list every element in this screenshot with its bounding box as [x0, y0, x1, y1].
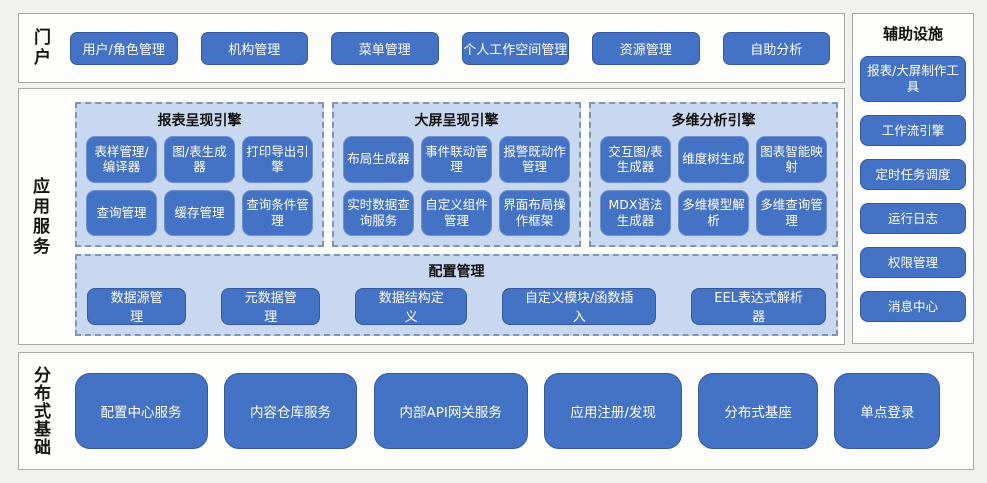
btn-multidim-model-parsing[interactable]: 多维模型解析	[678, 189, 749, 236]
report-render-engine-title: 报表呈现引擎	[157, 113, 242, 129]
btn-scheduled-task-dispatch[interactable]: 定时任务调度	[860, 159, 966, 190]
config-mgmt-title: 配置管理	[428, 264, 485, 280]
btn-layout-generator[interactable]: 布局生成器	[343, 136, 414, 183]
portal-btn-personal-workspace-mgmt[interactable]: 个人工作空间管理	[461, 31, 569, 65]
btn-multidim-query-mgmt[interactable]: 多维查询管理	[756, 189, 827, 236]
btn-content-repository-service[interactable]: 内容仓库服务	[224, 373, 357, 449]
portal-panel-label: 门户	[30, 28, 50, 68]
btn-permission-mgmt[interactable]: 权限管理	[860, 247, 966, 278]
btn-distributed-base[interactable]: 分布式基座	[698, 373, 818, 449]
btn-internal-api-gateway-service[interactable]: 内部API网关服务	[373, 373, 528, 449]
bigscreen-render-engine-title: 大屏呈现引擎	[414, 113, 499, 129]
btn-mdx-syntax-generator[interactable]: MDX语法生成器	[600, 189, 671, 236]
btn-custom-component-mgmt[interactable]: 自定义组件管理	[421, 189, 492, 236]
portal-btn-user-role-mgmt[interactable]: 用户/角色管理	[70, 31, 178, 65]
config-mgmt-row: 数据源管理 元数据管理 数据结构定义 自定义模块/函数插入 EEL表达式解析器	[87, 287, 826, 325]
btn-data-structure-definition[interactable]: 数据结构定义	[355, 287, 468, 325]
portal-btn-org-mgmt[interactable]: 机构管理	[200, 31, 308, 65]
btn-query-condition-mgmt[interactable]: 查询条件管理	[242, 189, 313, 236]
btn-cache-mgmt[interactable]: 缓存管理	[164, 189, 235, 236]
distributed-foundation-panel: 分布式基础 配置中心服务 内容仓库服务 内部API网关服务 应用注册/发现 分布…	[18, 352, 974, 470]
btn-report-bigscreen-authoring-tool[interactable]: 报表/大屏制作工具	[860, 56, 966, 102]
portal-btn-self-service-analysis[interactable]: 自助分析	[722, 31, 830, 65]
app-services-content: 报表呈现引擎 表样管理/编译器 图/表生成器 打印导出引擎 查询管理 缓存管理 …	[75, 102, 838, 336]
bigscreen-render-engine-grid: 布局生成器 事件联动管理 报警既动作管理 实时数据查询服务 自定义组件管理 界面…	[343, 136, 570, 236]
btn-chart-table-generator[interactable]: 图/表生成器	[164, 136, 235, 183]
btn-workflow-engine[interactable]: 工作流引擎	[860, 115, 966, 146]
btn-event-linkage-mgmt[interactable]: 事件联动管理	[421, 136, 492, 183]
auxiliary-panel-title: 辅助设施	[882, 25, 943, 43]
multidim-analysis-engine-grid: 交互图/表生成器 维度树生成 图表智能映射 MDX语法生成器 多维模型解析 多维…	[600, 136, 827, 236]
btn-datasource-mgmt[interactable]: 数据源管理	[87, 287, 187, 325]
btn-dimension-tree-generation[interactable]: 维度树生成	[678, 136, 749, 183]
btn-app-register-discovery[interactable]: 应用注册/发现	[544, 373, 682, 449]
btn-config-center-service[interactable]: 配置中心服务	[74, 373, 208, 449]
portal-btn-menu-mgmt[interactable]: 菜单管理	[331, 31, 439, 65]
portal-buttons: 用户/角色管理 机构管理 菜单管理 个人工作空间管理 资源管理 自助分析	[70, 31, 830, 65]
app-services-panel: 应用服务 报表呈现引擎 表样管理/编译器 图/表生成器 打印导出引擎 查询管理 …	[18, 88, 845, 345]
app-services-panel-label: 应用服务	[29, 176, 49, 257]
portal-btn-resource-mgmt[interactable]: 资源管理	[592, 31, 700, 65]
btn-run-log[interactable]: 运行日志	[860, 203, 966, 234]
btn-eel-expression-parser[interactable]: EEL表达式解析器	[691, 287, 826, 325]
distributed-foundation-label: 分布式基础	[30, 366, 50, 456]
auxiliary-panel: 辅助设施 报表/大屏制作工具 工作流引擎 定时任务调度 运行日志 权限管理 消息…	[852, 13, 974, 344]
btn-custom-module-function-insert[interactable]: 自定义模块/函数插入	[502, 287, 657, 325]
engine-groups-row: 报表呈现引擎 表样管理/编译器 图/表生成器 打印导出引擎 查询管理 缓存管理 …	[75, 102, 838, 247]
btn-table-style-mgmt-compiler[interactable]: 表样管理/编译器	[86, 136, 157, 183]
report-render-engine-group: 报表呈现引擎 表样管理/编译器 图/表生成器 打印导出引擎 查询管理 缓存管理 …	[75, 102, 324, 247]
config-mgmt-group: 配置管理 数据源管理 元数据管理 数据结构定义 自定义模块/函数插入 EEL表达…	[75, 254, 838, 336]
report-render-engine-grid: 表样管理/编译器 图/表生成器 打印导出引擎 查询管理 缓存管理 查询条件管理	[86, 136, 313, 236]
btn-single-sign-on[interactable]: 单点登录	[834, 373, 941, 449]
bigscreen-render-engine-group: 大屏呈现引擎 布局生成器 事件联动管理 报警既动作管理 实时数据查询服务 自定义…	[332, 102, 581, 247]
btn-alarm-action-mgmt[interactable]: 报警既动作管理	[499, 136, 570, 183]
auxiliary-buttons: 报表/大屏制作工具 工作流引擎 定时任务调度 运行日志 权限管理 消息中心	[860, 56, 966, 322]
btn-query-mgmt[interactable]: 查询管理	[86, 189, 157, 236]
multidim-analysis-engine-group: 多维分析引擎 交互图/表生成器 维度树生成 图表智能映射 MDX语法生成器 多维…	[589, 102, 838, 247]
btn-chart-smart-mapping[interactable]: 图表智能映射	[756, 136, 827, 183]
btn-ui-layout-operation-framework[interactable]: 界面布局操作框架	[499, 189, 570, 236]
portal-panel: 门户 用户/角色管理 机构管理 菜单管理 个人工作空间管理 资源管理 自助分析	[18, 13, 845, 83]
btn-metadata-mgmt[interactable]: 元数据管理	[221, 287, 321, 325]
btn-print-export-engine[interactable]: 打印导出引擎	[242, 136, 313, 183]
btn-realtime-data-query-service[interactable]: 实时数据查询服务	[343, 189, 414, 236]
distributed-foundation-buttons: 配置中心服务 内容仓库服务 内部API网关服务 应用注册/发现 分布式基座 单点…	[58, 373, 957, 449]
btn-message-center[interactable]: 消息中心	[860, 291, 966, 322]
multidim-analysis-engine-title: 多维分析引擎	[671, 113, 756, 129]
btn-interactive-chart-table-generator[interactable]: 交互图/表生成器	[600, 136, 671, 183]
